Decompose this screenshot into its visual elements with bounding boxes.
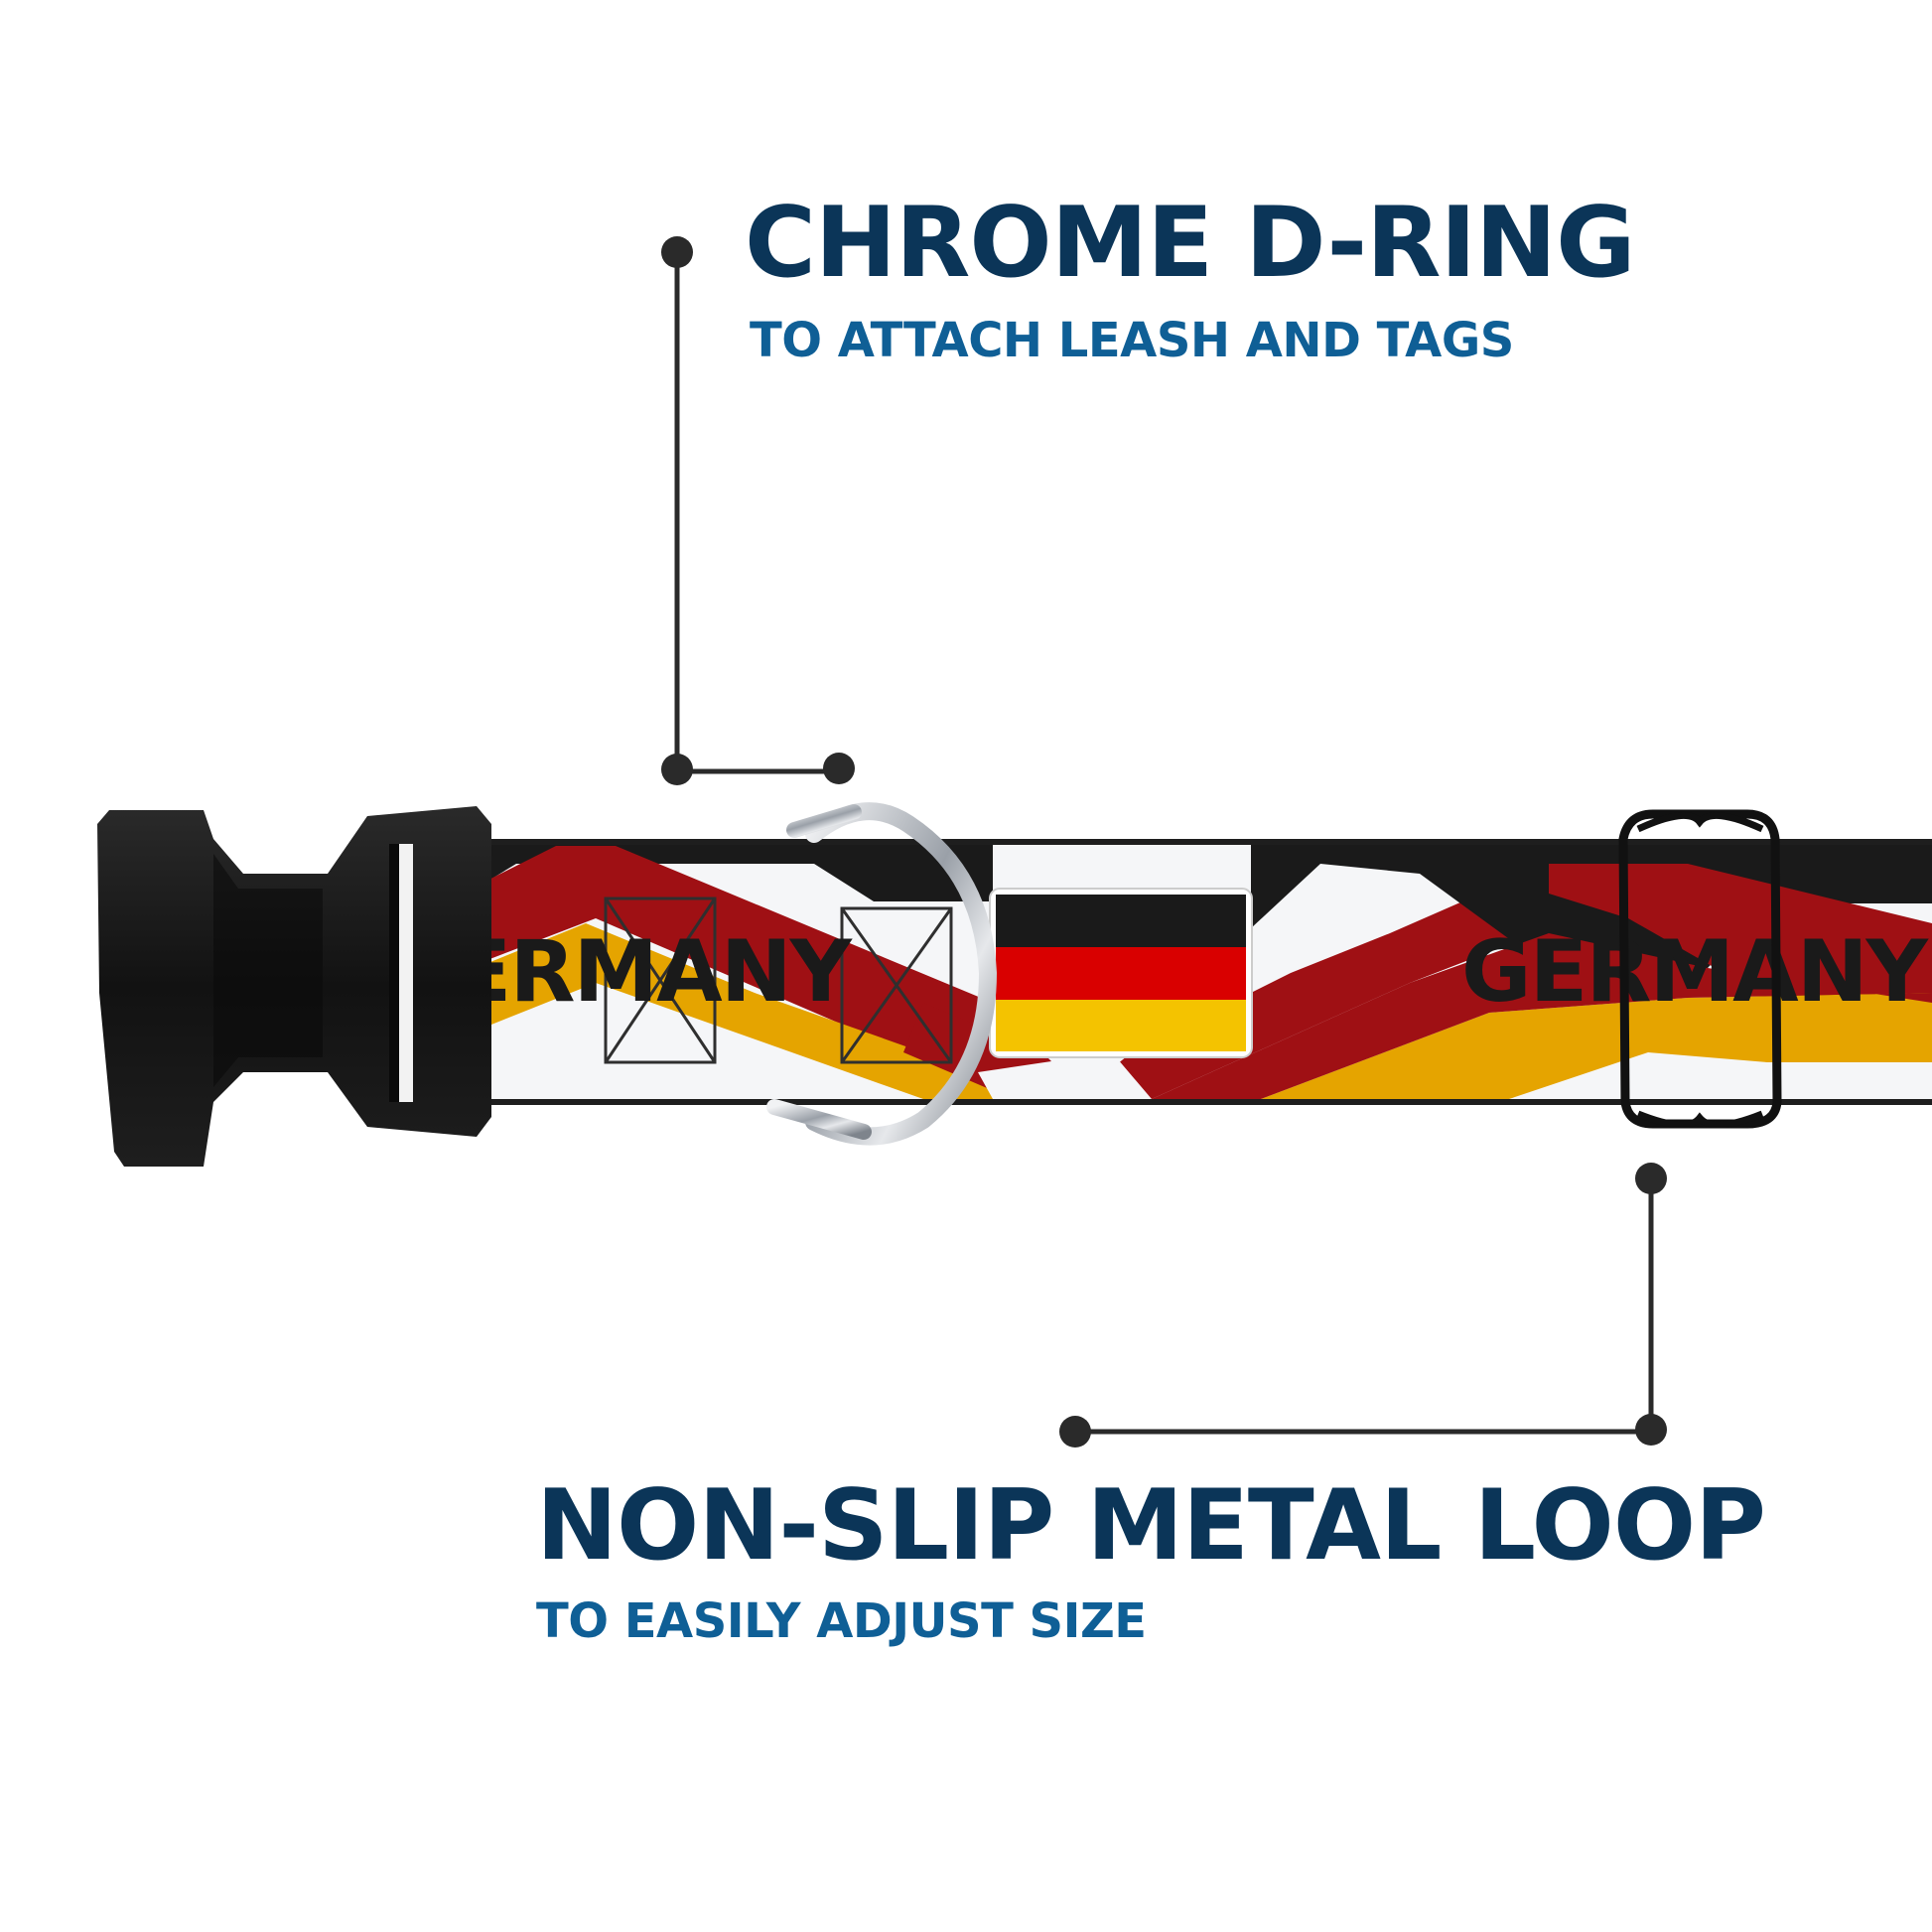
d-ring-icon bbox=[766, 802, 998, 1146]
buckle-icon bbox=[97, 806, 491, 1167]
callout-dot bbox=[1059, 1416, 1091, 1448]
collar-print-text-right: GERMANY bbox=[1461, 922, 1930, 1022]
band-black bbox=[402, 845, 993, 933]
d-ring-subtitle: TO ATTACH LEASH AND TAGS bbox=[750, 313, 1514, 368]
band-red-right bbox=[1549, 864, 1932, 998]
stitch-box-icon bbox=[604, 897, 717, 1064]
callout-dot bbox=[823, 753, 855, 784]
germany-flag-icon bbox=[989, 888, 1253, 1058]
loop-callout-connector bbox=[1059, 1163, 1667, 1448]
band-red-cross bbox=[903, 864, 1628, 1099]
d-ring-title: CHROME D-RING bbox=[745, 187, 1636, 300]
slide-loop-icon bbox=[1618, 809, 1782, 1129]
band-gold-right bbox=[1261, 993, 1932, 1099]
webbing-white-wedge bbox=[978, 1052, 1152, 1099]
stitch-box-icon bbox=[840, 906, 953, 1064]
metal-loop-subtitle: TO EASILY ADJUST SIZE bbox=[536, 1593, 1147, 1649]
collar-strap bbox=[402, 839, 1932, 1105]
d-ring-callout-connector bbox=[661, 236, 855, 785]
band-gold bbox=[402, 923, 993, 1099]
metal-loop-title: NON-SLIP METAL LOOP bbox=[536, 1469, 1766, 1583]
band-red bbox=[402, 846, 993, 1072]
band-red-right-lower bbox=[1152, 933, 1932, 1099]
